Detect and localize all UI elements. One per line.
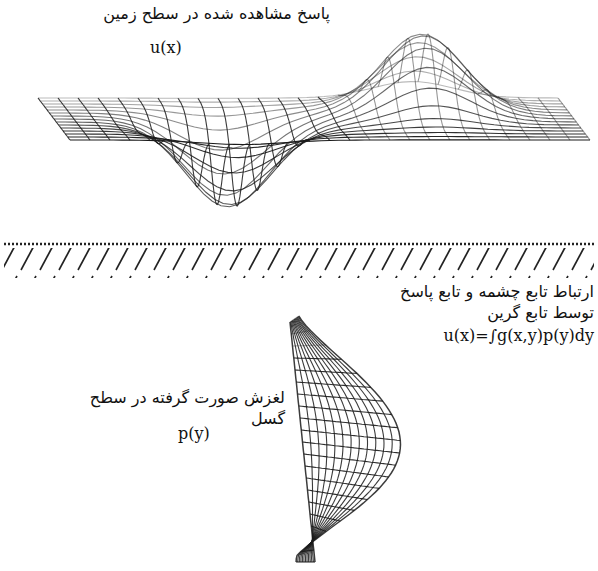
mesh-line [178,98,210,187]
mesh-line [558,98,590,140]
green-function-note: ارتباط تابع چشمه و تابع پاسخ توسط تابع گ… [379,282,594,324]
mesh-line [294,320,343,563]
function-name: p(y) [178,424,238,445]
mesh-line [498,96,530,140]
mesh-line [52,48,572,174]
integral-formula: u(x)=∫g(x,y)p(y)dy [379,326,594,347]
mesh-line [78,98,110,140]
mesh-line [290,322,315,562]
mesh-line [118,98,150,140]
mesh-line [59,106,579,205]
mesh-line [398,38,430,140]
mesh-line [538,98,570,140]
mesh-line [298,317,393,563]
mesh-line [56,88,576,207]
mesh-line [296,316,400,562]
ground-hatching [4,248,594,278]
surface-title: پاسخ مشاهده شده در سطح زمین [40,4,330,25]
mesh-line [198,98,230,204]
surface-response-mesh [38,34,590,207]
mesh-line [138,98,170,143]
mesh-line [278,98,310,146]
mesh-line [358,80,390,140]
mesh-line [297,317,384,562]
mesh-line [458,70,490,140]
mesh-line [438,48,470,140]
mesh-line [258,98,290,167]
mesh-line [292,321,327,563]
function-name: u(x) [150,38,210,59]
mesh-line [378,57,410,140]
fault-title: لغزش صورت گرفته در سطح گسل [60,388,285,430]
mesh-line [338,95,370,140]
mesh-line [418,34,450,140]
mesh-line [158,98,190,163]
mesh-line [70,140,590,145]
mesh-line [38,98,70,140]
ground-surface [4,243,594,246]
fault-slip-mesh [290,316,401,562]
mesh-line [478,90,510,140]
mesh-line [98,98,130,140]
mesh-line [518,98,550,141]
mesh-line [58,98,90,140]
mesh-line [318,97,350,140]
